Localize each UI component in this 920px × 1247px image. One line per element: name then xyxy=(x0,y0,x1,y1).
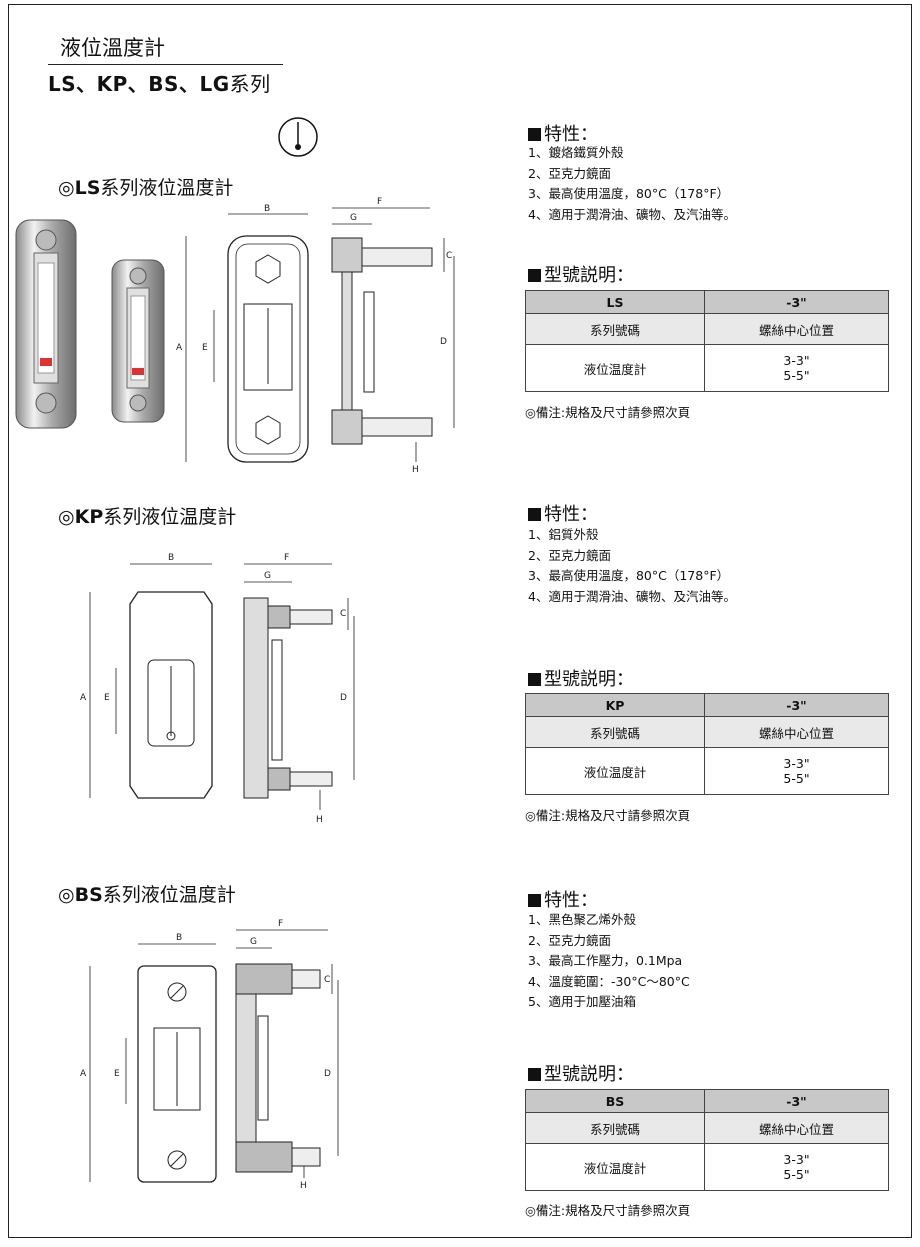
dim-G: G xyxy=(350,213,357,223)
feature-item: 3、最高使用溫度，80°C（178°F） xyxy=(528,186,730,201)
kp-note: ◎備注:規格及尺寸請參照次頁 xyxy=(525,808,691,823)
heading-mark: ◎ xyxy=(58,177,75,199)
feature-item: 5、適用于加壓油箱 xyxy=(528,994,636,1009)
series-subtitle: LS、KP、BS、LG系列 xyxy=(48,68,271,97)
dim-B: B xyxy=(176,933,182,943)
table-cell-sizes: 3-3"5-5" xyxy=(704,1143,889,1191)
dim-D: D xyxy=(324,1069,331,1079)
table-header-series: LS xyxy=(525,290,705,314)
dim-B: B xyxy=(168,553,174,563)
dim-E: E xyxy=(104,693,110,703)
thermometer-symbol-icon xyxy=(278,117,318,157)
dim-F: F xyxy=(284,553,289,563)
ls-front-drawing: B A E xyxy=(176,204,309,463)
table-header-series: KP xyxy=(525,693,705,717)
dim-F: F xyxy=(278,919,283,929)
kp-front-drawing: B A E xyxy=(80,553,213,799)
dim-A: A xyxy=(80,1069,87,1079)
feature-item: 1、黑色聚乙烯外殼 xyxy=(528,912,636,927)
kp-features-heading: 特性： xyxy=(528,500,598,526)
ls-features-list: 1、鍍烙鐵質外殼 2、亞克力鏡面 3、最高使用溫度，80°C（178°F） 4、… xyxy=(528,143,736,225)
feature-item: 1、鍍烙鐵質外殼 xyxy=(528,145,624,160)
table-cell: 系列號碼 xyxy=(525,313,705,345)
bs-front-drawing: B A E xyxy=(80,933,217,1183)
main-title: 液位溫度計 xyxy=(60,36,165,60)
dim-H: H xyxy=(300,1181,307,1191)
dim-C: C xyxy=(324,975,330,985)
table-cell: 液位温度計 xyxy=(525,344,705,392)
feature-item: 2、亞克力鏡面 xyxy=(528,932,611,948)
dim-D: D xyxy=(440,337,447,347)
table-cell: 螺絲中心位置 xyxy=(704,313,889,345)
table-cell: 系列號碼 xyxy=(525,1112,705,1144)
feature-item: 4、適用于潤滑油、礦物、及汽油等。 xyxy=(528,206,736,222)
ls-model-heading: 型號説明： xyxy=(528,261,634,287)
feature-item: 1、鋁質外殼 xyxy=(528,527,599,542)
bs-model-heading: 型號説明： xyxy=(528,1060,634,1086)
series-code: KP xyxy=(74,506,104,528)
table-cell-sizes: 3-3"5-5" xyxy=(704,344,889,392)
dim-G: G xyxy=(250,937,257,947)
series-code: BS xyxy=(74,884,103,906)
dim-F: F xyxy=(377,197,382,207)
feature-item: 4、適用于潤滑油、礦物、及汽油等。 xyxy=(528,588,736,604)
heading-text: 系列液位溫度計 xyxy=(100,177,234,199)
table-header-size: -3" xyxy=(704,693,889,717)
dim-G: G xyxy=(264,571,271,581)
dim-H: H xyxy=(412,465,419,472)
dim-C: C xyxy=(340,609,346,619)
table-cell: 液位温度計 xyxy=(525,1143,705,1191)
feature-item: 2、亞克力鏡面 xyxy=(528,165,611,181)
bs-side-drawing: F G C D H xyxy=(235,919,339,1191)
dim-C: C xyxy=(446,251,452,261)
ls-note: ◎備注:規格及尺寸請參照次頁 xyxy=(525,405,691,420)
table-cell: 系列號碼 xyxy=(525,716,705,748)
feature-item: 4、溫度範圍：-30°C～80°C xyxy=(528,973,690,989)
table-cell: 螺絲中心位置 xyxy=(704,716,889,748)
title-rule xyxy=(48,64,283,65)
dim-E: E xyxy=(114,1069,120,1079)
kp-model-heading: 型號説明： xyxy=(528,665,634,691)
ls-side-drawing: F G C D H xyxy=(331,197,455,472)
feature-item: 2、亞克力鏡面 xyxy=(528,547,611,563)
dim-D: D xyxy=(340,693,347,703)
feature-item: 3、最高工作壓力，0.1Mpa xyxy=(528,953,683,968)
table-header-series: BS xyxy=(525,1089,705,1113)
feature-item: 3、最高使用溫度，80°C（178°F） xyxy=(528,568,730,583)
table-cell-sizes: 3-3"5-5" xyxy=(704,747,889,795)
dim-A: A xyxy=(176,343,183,353)
heading-text: 系列液位温度計 xyxy=(102,884,236,906)
bs-note: ◎備注:規格及尺寸請參照次頁 xyxy=(525,1203,691,1218)
bs-features-heading: 特性： xyxy=(528,886,598,912)
kp-side-drawing: F G C D H xyxy=(243,553,355,825)
dim-B: B xyxy=(264,204,270,214)
table-cell: 螺絲中心位置 xyxy=(704,1112,889,1144)
heading-text: 系列液位温度計 xyxy=(103,506,237,528)
table-header-size: -3" xyxy=(704,290,889,314)
table-header-size: -3" xyxy=(704,1089,889,1113)
series-code: LS xyxy=(74,177,101,199)
subtitle-suffix: 系列 xyxy=(229,72,271,96)
ls-product-photo xyxy=(15,219,165,429)
dim-H: H xyxy=(316,815,323,825)
kp-section-heading: ◎KP系列液位温度計 xyxy=(58,502,236,529)
bs-section-heading: ◎BS系列液位温度計 xyxy=(58,880,236,907)
dim-E: E xyxy=(202,343,208,353)
kp-features-list: 1、鋁質外殼 2、亞克力鏡面 3、最高使用溫度，80°C（178°F） 4、適用… xyxy=(528,525,736,607)
heading-mark: ◎ xyxy=(58,506,75,528)
subtitle-bold: LS、KP、BS、LG xyxy=(48,72,230,96)
ls-features-heading: 特性： xyxy=(528,120,598,146)
heading-mark: ◎ xyxy=(58,884,75,906)
ls-section-heading: ◎LS系列液位溫度計 xyxy=(58,173,233,200)
bs-features-list: 1、黑色聚乙烯外殼 2、亞克力鏡面 3、最高工作壓力，0.1Mpa 4、溫度範圍… xyxy=(528,910,690,1013)
page-frame xyxy=(8,4,912,1238)
dim-A: A xyxy=(80,693,87,703)
table-cell: 液位温度計 xyxy=(525,747,705,795)
